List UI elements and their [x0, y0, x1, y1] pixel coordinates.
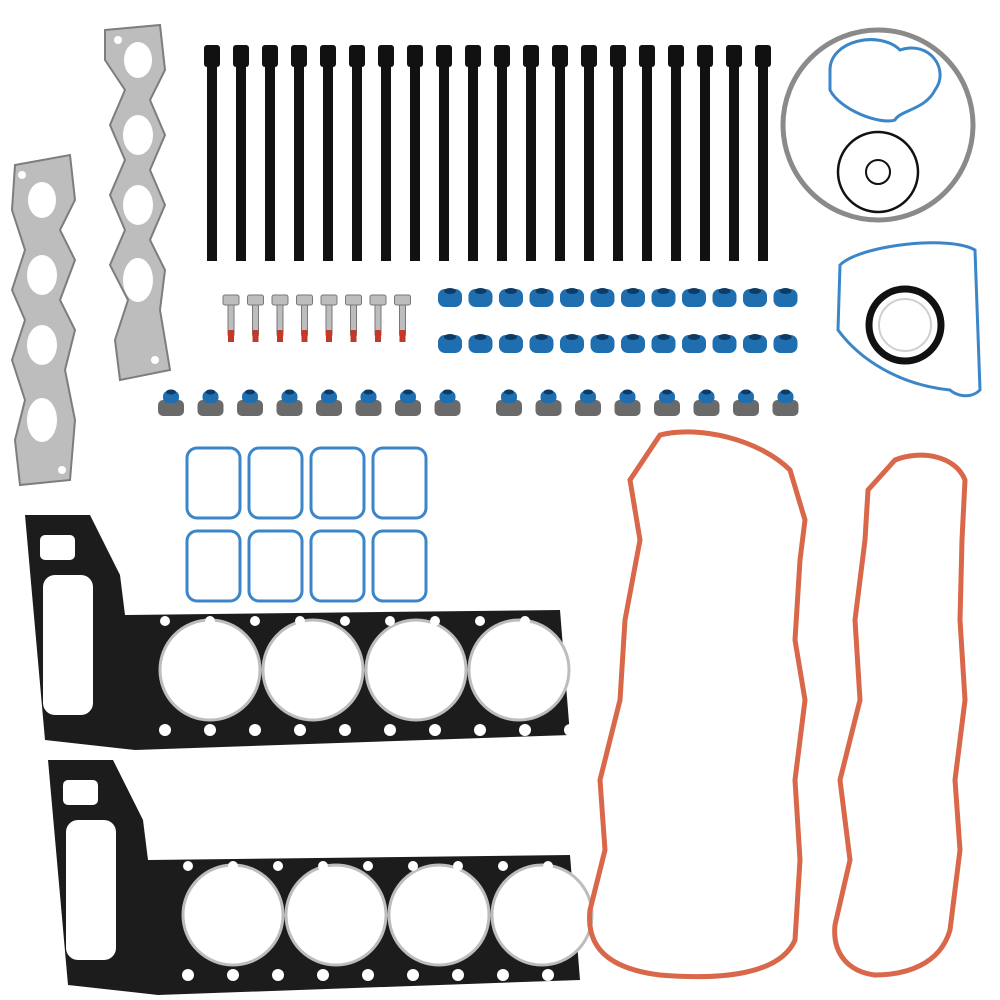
head-bolt [697, 45, 713, 261]
exhaust-manifold-gasket-left [10, 153, 77, 487]
head-bolt [436, 45, 452, 261]
small-bolt-row [222, 294, 411, 342]
cylinder-bore [158, 618, 262, 722]
cylinder-bore [261, 618, 365, 722]
head-bolt [320, 45, 336, 261]
blue-valve-seal [438, 288, 462, 307]
rear-main-seal-set [780, 27, 976, 223]
head-bolt [349, 45, 365, 261]
grey-valve-seal [237, 389, 263, 416]
intake-gasket [371, 529, 428, 603]
blue-valve-seal [651, 334, 676, 353]
blue-valve-seal [590, 288, 615, 307]
intake-gasket [309, 529, 366, 603]
valve-cover-gasket-left [587, 429, 808, 980]
blue-valve-seal [743, 288, 767, 307]
grey-valve-seal [395, 389, 421, 416]
grey-valve-seal [355, 389, 382, 416]
head-bolt [233, 45, 249, 261]
cylinder-bore [467, 618, 571, 722]
grey-valve-seal [316, 389, 342, 416]
head-bolt [378, 45, 394, 261]
small-bolt [345, 294, 362, 342]
grey-valve-seal [158, 389, 184, 416]
head-bolt [407, 45, 423, 261]
intake-gasket-grid [185, 446, 428, 603]
grey-valve-seal [772, 389, 799, 416]
blue-valve-seal [499, 288, 523, 307]
grey-valve-seal [733, 389, 759, 416]
cylinder-head-gasket [25, 515, 576, 750]
head-bolt [726, 45, 742, 261]
head-bolt [581, 45, 597, 261]
small-bolt [320, 294, 338, 342]
head-bolt [465, 45, 481, 261]
cylinder-bore [387, 863, 491, 967]
small-bolt [394, 294, 411, 342]
grey-valve-seal [693, 389, 720, 416]
blue-valve-seal [773, 334, 798, 353]
timing-cover-gasket [836, 241, 982, 398]
blue-valve-seal [682, 288, 706, 307]
blue-valve-seal [468, 288, 493, 307]
grey-valve-seal [614, 389, 641, 416]
small-bolt [296, 294, 313, 342]
head-bolt [552, 45, 568, 261]
grey-valve-seal [496, 389, 522, 416]
head-bolt [262, 45, 278, 261]
blue-valve-seal [682, 334, 706, 353]
grey-valve-seal [276, 389, 303, 416]
blue-valve-seal [621, 334, 645, 353]
head-bolt [204, 45, 220, 261]
blue-valve-seal [468, 334, 493, 353]
blue-valve-seal [529, 288, 554, 307]
grey-valve-seal [197, 389, 224, 416]
head-bolt [755, 45, 771, 261]
intake-gasket [247, 529, 304, 603]
intake-gasket [309, 446, 366, 520]
grey-valve-seal [434, 389, 461, 416]
grey-valve-seals [158, 389, 799, 416]
head-bolt [610, 45, 626, 261]
blue-valve-seals [438, 288, 798, 353]
blue-valve-seal [499, 334, 523, 353]
blue-valve-seal [773, 288, 798, 307]
intake-gasket [185, 446, 242, 520]
small-bolt [369, 294, 387, 342]
blue-valve-seal [712, 288, 737, 307]
blue-valve-seal [590, 334, 615, 353]
cylinder-bore [490, 863, 594, 967]
head-bolt [639, 45, 655, 261]
head-bolt [523, 45, 539, 261]
blue-valve-seal [743, 334, 767, 353]
blue-valve-seal [560, 288, 584, 307]
head-bolt [291, 45, 307, 261]
small-bolt [271, 294, 289, 342]
intake-gasket [247, 446, 304, 520]
grey-valve-seal [535, 389, 562, 416]
head-bolt [668, 45, 684, 261]
cylinder-bore [364, 618, 468, 722]
exhaust-manifold-gasket-right [104, 23, 172, 382]
intake-gasket [371, 446, 428, 520]
small-bolt [222, 294, 240, 342]
head-bolt [494, 45, 510, 261]
blue-valve-seal [529, 334, 554, 353]
grey-valve-seal [575, 389, 601, 416]
small-bolt [247, 294, 264, 342]
head-gasket-pair [25, 515, 599, 995]
cylinder-bore [181, 863, 285, 967]
blue-valve-seal [438, 334, 462, 353]
blue-valve-seal [651, 288, 676, 307]
intake-gasket [185, 529, 242, 603]
blue-valve-seal [560, 334, 584, 353]
grey-valve-seal [654, 389, 680, 416]
cylinder-bore [284, 863, 388, 967]
blue-valve-seal [712, 334, 737, 353]
blue-valve-seal [621, 288, 645, 307]
valve-cover-gasket-right [832, 452, 968, 978]
head-bolt-row [204, 45, 771, 261]
